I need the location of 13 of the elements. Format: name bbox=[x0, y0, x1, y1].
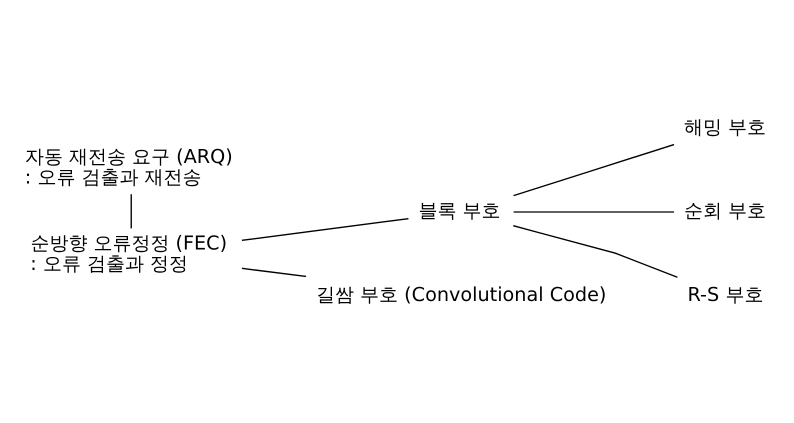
node-text: 블록 부호 bbox=[418, 198, 500, 222]
connector bbox=[513, 143, 674, 196]
connector bbox=[242, 267, 306, 277]
node-text: 해밍 부호 bbox=[684, 114, 766, 138]
node-text: 순회 부호 bbox=[684, 198, 766, 222]
connector bbox=[514, 210, 674, 212]
connector bbox=[130, 194, 132, 228]
connector bbox=[513, 224, 678, 278]
node-text: R-S 부호 bbox=[687, 282, 764, 306]
node-text: 순방향 오류정정 (FEC) : 오류 검출과 정정 bbox=[30, 230, 228, 274]
node-text: 자동 재전송 요구 (ARQ) : 오류 검출과 재전송 bbox=[24, 144, 233, 188]
connector bbox=[242, 217, 409, 241]
node-text: 길쌈 부호 (Convolutional Code) bbox=[316, 282, 606, 306]
